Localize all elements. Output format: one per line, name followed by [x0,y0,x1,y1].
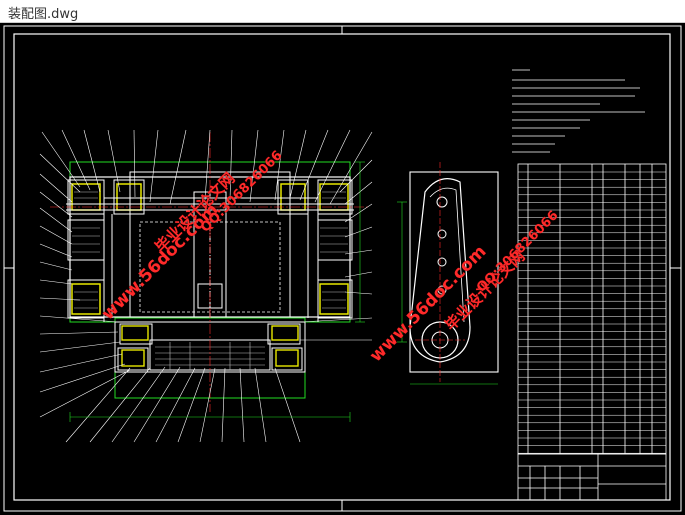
technical-notes [512,69,645,153]
window-title: 装配图.dwg [8,7,79,22]
window-titlebar: 装配图.dwg [0,0,685,23]
main-assembly-view[interactable] [39,129,373,443]
frame-ticks [4,26,681,511]
side-view[interactable] [397,162,499,385]
cad-drawing-canvas[interactable] [0,22,685,515]
parts-list-table[interactable] [517,163,667,455]
title-block [517,453,667,501]
